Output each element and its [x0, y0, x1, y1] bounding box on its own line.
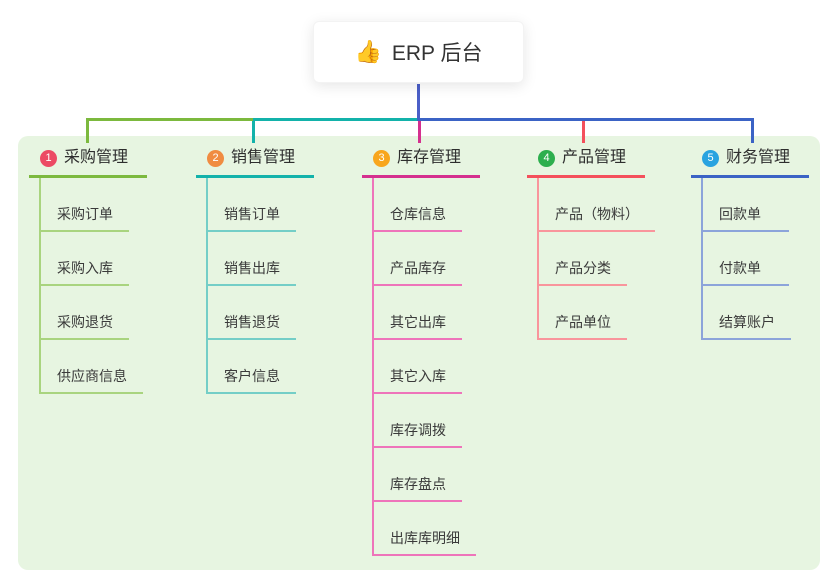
connector-rail-green: [86, 118, 253, 121]
mindmap-node[interactable]: 产品单位: [537, 286, 627, 340]
branch-title[interactable]: 3 库存管理: [362, 148, 480, 178]
connector-rail-teal: [253, 118, 419, 121]
node-label: 产品库存: [390, 260, 446, 276]
branch-title[interactable]: 4 产品管理: [527, 148, 645, 178]
branch-connector-drop: [581, 118, 585, 143]
mindmap-node[interactable]: 付款单: [701, 232, 789, 286]
node-label: 客户信息: [224, 368, 280, 384]
node-label: 产品单位: [555, 314, 611, 330]
mindmap-node[interactable]: 采购退货: [39, 286, 129, 340]
mindmap-node[interactable]: 结算账户: [701, 286, 791, 340]
node-label: 仓库信息: [390, 206, 446, 222]
node-label: 销售退货: [224, 314, 280, 330]
mindmap-node[interactable]: 客户信息: [206, 340, 296, 394]
branch-label: 产品管理: [562, 149, 627, 166]
node-label: 其它出库: [390, 314, 446, 330]
node-label: 采购订单: [57, 206, 113, 222]
branch-connector-drop: [417, 121, 421, 143]
branch-number-badge: 4: [538, 149, 555, 167]
mindmap-node[interactable]: 产品库存: [372, 232, 462, 286]
branch-children: 回款单付款单结算账户: [701, 178, 791, 340]
thumbs-up-icon: 👍: [354, 39, 382, 64]
node-label: 采购入库: [57, 260, 113, 276]
branch-label: 采购管理: [64, 149, 129, 166]
branch-4: 4 产品管理产品（物料） 产品分类产品单位: [527, 148, 655, 340]
branch-number-badge: 5: [702, 149, 719, 167]
node-label: 供应商信息: [57, 368, 127, 384]
branch-1: 1 采购管理采购订单采购入库采购退货供应商信息: [29, 148, 147, 394]
node-label: 库存调拨: [390, 422, 446, 438]
mindmap-node[interactable]: 采购入库: [39, 232, 129, 286]
node-label: 其它入库: [390, 368, 446, 384]
mindmap-node[interactable]: 供应商信息: [39, 340, 143, 394]
branch-children: 产品（物料） 产品分类产品单位: [537, 178, 655, 340]
connector-rail-blue: [416, 118, 752, 121]
node-label: 出库库明细: [390, 530, 460, 546]
mindmap-node[interactable]: 销售出库: [206, 232, 296, 286]
node-label: 回款单: [719, 206, 761, 222]
node-label: 结算账户: [719, 314, 775, 330]
node-label: 销售出库: [224, 260, 280, 276]
node-label: 产品分类: [555, 260, 611, 276]
mindmap-node[interactable]: 库存盘点: [372, 448, 462, 502]
node-label: 付款单: [719, 260, 761, 276]
root-label: ERP 后台: [391, 42, 483, 65]
node-label: 销售订单: [224, 206, 280, 222]
branch-connector-drop: [750, 118, 754, 143]
canvas-background: [18, 136, 820, 570]
mindmap-node[interactable]: 产品（物料）: [537, 178, 655, 232]
branch-2: 2 销售管理销售订单销售出库销售退货客户信息: [196, 148, 314, 394]
branch-number-badge: 3: [373, 149, 390, 167]
mindmap-node[interactable]: 出库库明细: [372, 502, 476, 556]
mindmap-node[interactable]: 仓库信息: [372, 178, 462, 232]
branch-title[interactable]: 1 采购管理: [29, 148, 147, 178]
branch-children: 仓库信息产品库存其它出库其它入库库存调拨库存盘点出库库明细: [372, 178, 476, 556]
mindmap-node[interactable]: 销售订单: [206, 178, 296, 232]
branch-label: 库存管理: [397, 149, 462, 166]
branch-connector-drop: [251, 118, 255, 143]
root-node[interactable]: 👍 ERP 后台: [313, 21, 524, 83]
mindmap-node[interactable]: 其它入库: [372, 340, 462, 394]
root-connector-drop: [416, 84, 420, 121]
branch-title[interactable]: 5 财务管理: [691, 148, 809, 178]
node-label: 库存盘点: [390, 476, 446, 492]
node-label: 产品（物料）: [555, 206, 639, 222]
mindmap-node[interactable]: 回款单: [701, 178, 789, 232]
branch-connector-drop: [85, 118, 89, 143]
branch-number-badge: 2: [207, 149, 224, 167]
branch-children: 采购订单采购入库采购退货供应商信息: [39, 178, 143, 394]
branch-label: 财务管理: [726, 149, 791, 166]
branch-5: 5 财务管理回款单付款单结算账户: [691, 148, 809, 340]
mindmap-node[interactable]: 产品分类: [537, 232, 627, 286]
branch-children: 销售订单销售出库销售退货客户信息: [206, 178, 296, 394]
branch-title[interactable]: 2 销售管理: [196, 148, 314, 178]
branch-3: 3 库存管理仓库信息产品库存其它出库其它入库库存调拨库存盘点出库库明细: [362, 148, 480, 556]
mindmap-node[interactable]: 其它出库: [372, 286, 462, 340]
mindmap-node[interactable]: 库存调拨: [372, 394, 462, 448]
branch-number-badge: 1: [40, 149, 57, 167]
branch-label: 销售管理: [231, 149, 296, 166]
node-label: 采购退货: [57, 314, 113, 330]
mindmap-node[interactable]: 销售退货: [206, 286, 296, 340]
mindmap-node[interactable]: 采购订单: [39, 178, 129, 232]
